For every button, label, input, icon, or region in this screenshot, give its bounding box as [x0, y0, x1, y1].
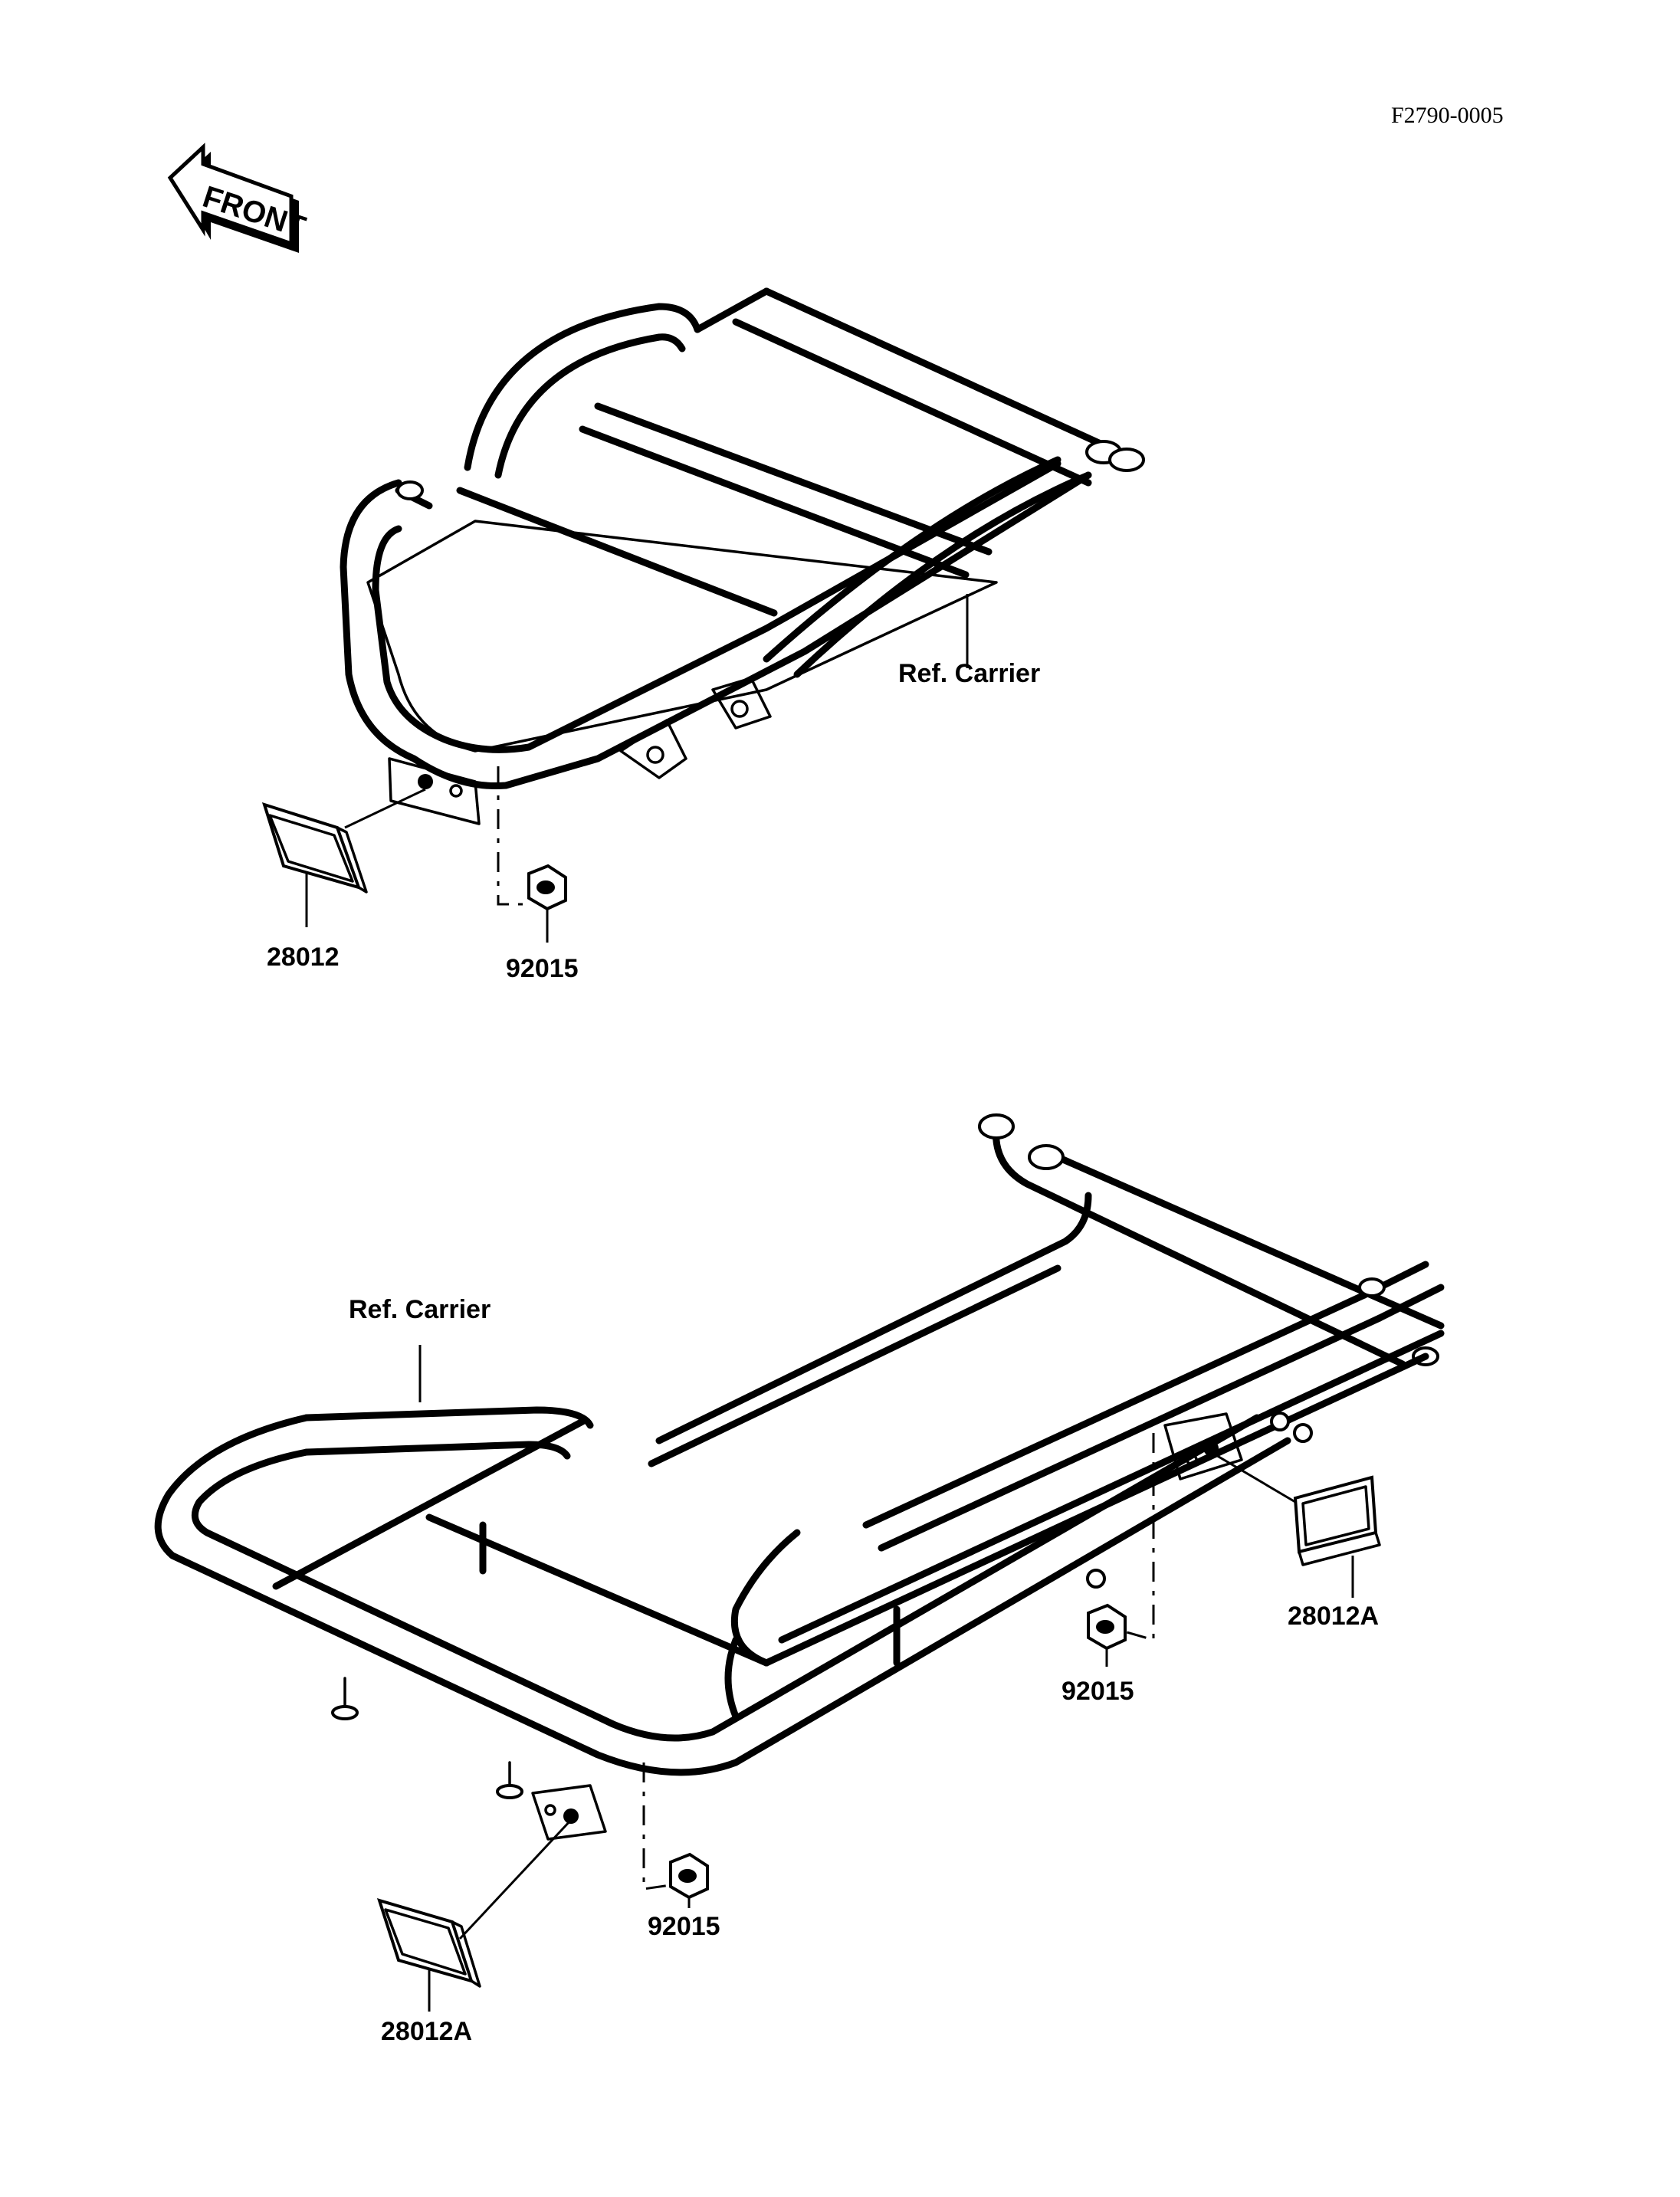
leader-92015-upper-dash — [497, 766, 529, 906]
lower-part-28012A-right-label: 28012A — [1288, 1602, 1379, 1631]
leader-28012-upper — [344, 788, 426, 829]
lower-part-92015-right-label: 92015 — [1061, 1677, 1134, 1706]
leader-92015-left-dash — [642, 1763, 671, 1890]
upper-part-92015-label: 92015 — [506, 954, 579, 983]
leader-92015-right-dash — [1126, 1433, 1155, 1641]
lower-carrier-drawing — [154, 1113, 1445, 1988]
document-code: F2790-0005 — [1391, 103, 1504, 128]
upper-part-28012-label: 28012 — [267, 943, 340, 972]
nut-92015-right-drawing — [1087, 1603, 1127, 1651]
nut-92015-upper-drawing — [527, 864, 567, 911]
upper-ref-carrier-label: Ref. Carrier — [898, 659, 1040, 688]
lower-part-28012A-left-label: 28012A — [381, 2017, 472, 2046]
upper-carrier-drawing — [261, 287, 1145, 911]
leader-28012A-right — [1210, 1451, 1296, 1503]
lower-ref-carrier-label: Ref. Carrier — [349, 1295, 491, 1324]
reflector-28012A-left-drawing — [376, 1898, 481, 1988]
lower-part-92015-left-label: 92015 — [648, 1912, 720, 1941]
reflector-28012A-right-drawing — [1293, 1475, 1381, 1566]
nut-92015-left-drawing — [669, 1852, 709, 1900]
leader-28012A-left — [458, 1818, 573, 1940]
front-arrow-icon: FRONT — [167, 143, 310, 253]
reflector-28012-drawing — [261, 802, 368, 894]
